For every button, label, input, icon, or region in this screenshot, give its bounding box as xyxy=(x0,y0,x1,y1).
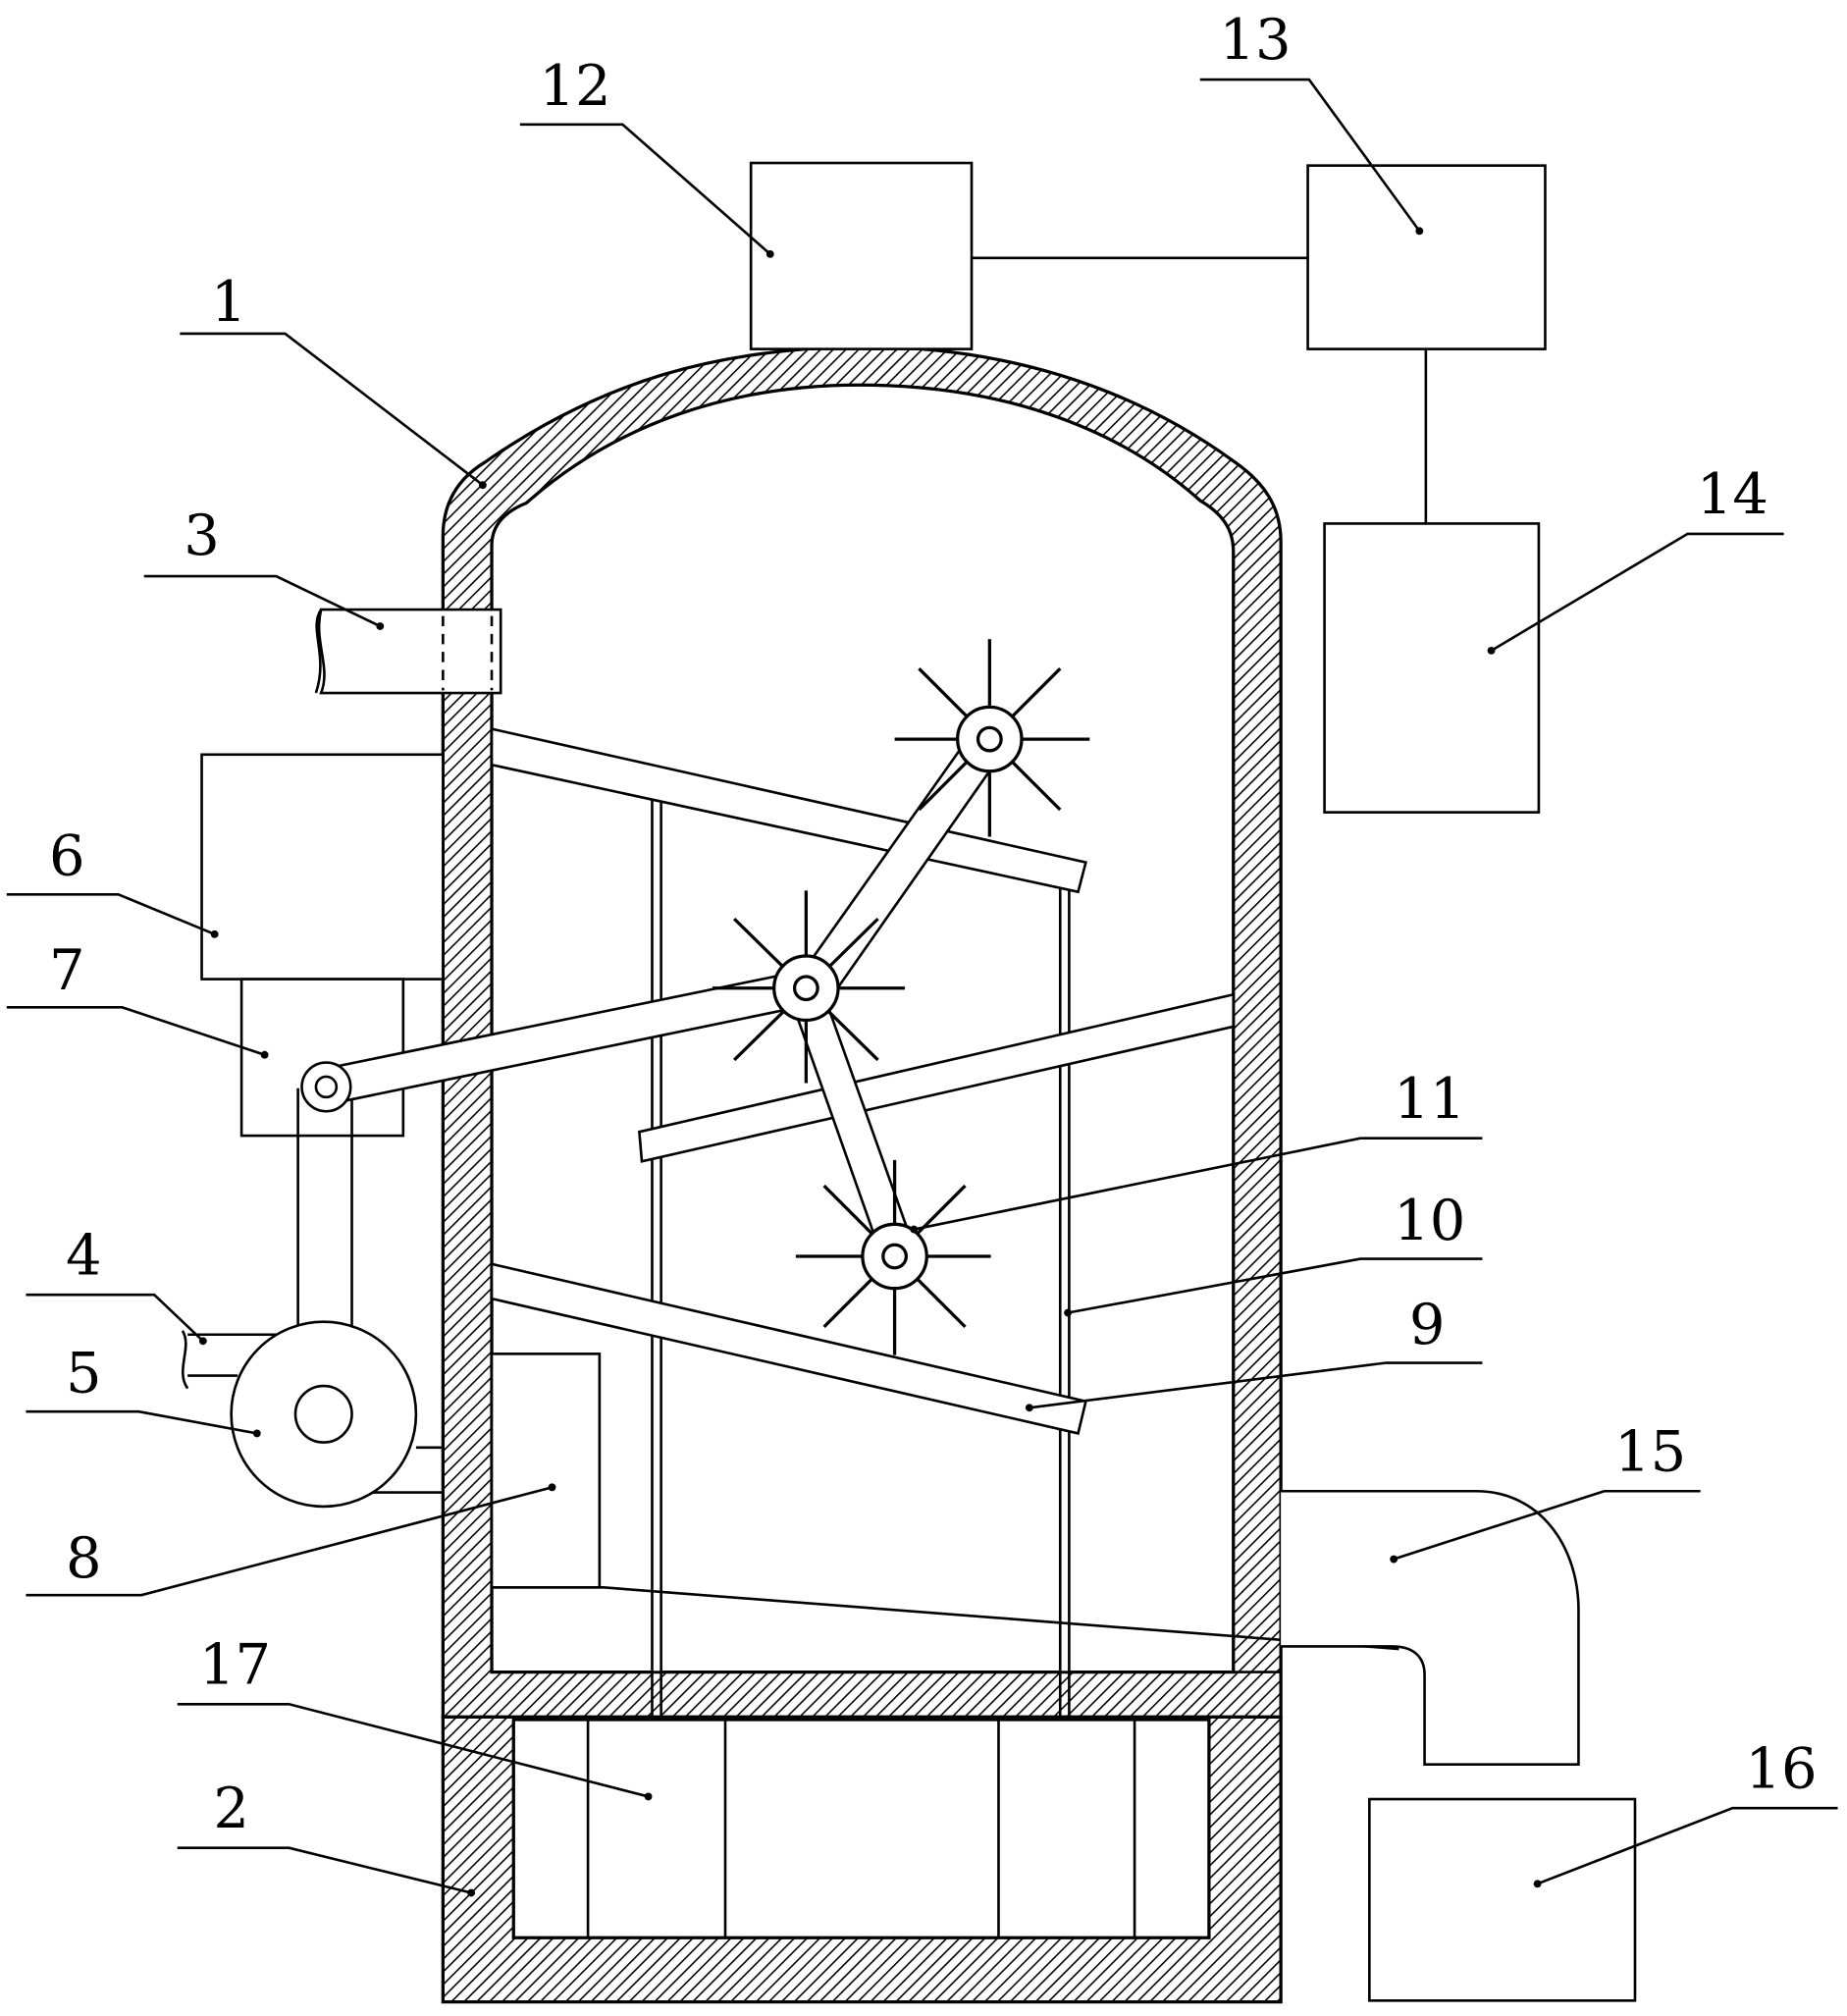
leader-dots xyxy=(198,227,1542,1897)
label-11: 11 xyxy=(1394,1066,1465,1132)
label-3: 3 xyxy=(184,503,220,568)
label-8: 8 xyxy=(66,1525,102,1591)
label-12: 12 xyxy=(539,53,610,119)
component-14 xyxy=(1323,522,1541,814)
base-wall xyxy=(441,1715,1283,2004)
label-4: 4 xyxy=(66,1222,102,1288)
leader-lines xyxy=(6,78,1838,1894)
brush-bottom xyxy=(795,1159,991,1355)
outlet-pipe-15 xyxy=(1281,1489,1580,1767)
brush-top xyxy=(894,639,1090,837)
component-12 xyxy=(749,161,974,350)
component-13 xyxy=(1306,164,1547,350)
label-6: 6 xyxy=(49,823,85,889)
inclined-screens xyxy=(490,726,1236,1435)
component-8 xyxy=(490,1353,602,1589)
connectors xyxy=(972,256,1428,524)
label-17: 17 xyxy=(199,1631,271,1697)
label-1: 1 xyxy=(211,269,247,335)
component-6 xyxy=(200,753,445,981)
component-17-compartments xyxy=(586,1719,1136,1938)
label-9: 9 xyxy=(1409,1292,1446,1357)
label-13: 13 xyxy=(1219,7,1291,73)
label-14: 14 xyxy=(1697,461,1768,527)
label-2: 2 xyxy=(213,1776,249,1841)
rod-slots xyxy=(651,1671,1282,1718)
inlet-pipe-3 xyxy=(314,608,502,695)
label-15: 15 xyxy=(1614,1418,1686,1484)
component-16 xyxy=(1368,1797,1637,2002)
brush-middle xyxy=(712,890,906,1084)
component-4 xyxy=(181,1330,277,1390)
label-10: 10 xyxy=(1394,1188,1465,1253)
component-5-pulley xyxy=(230,1320,444,1509)
reference-numerals: 1 3 6 7 4 5 8 17 2 12 13 14 11 10 9 15 1… xyxy=(49,7,1818,1841)
label-16: 16 xyxy=(1745,1735,1817,1801)
label-5: 5 xyxy=(66,1341,102,1406)
label-7: 7 xyxy=(49,937,85,1003)
